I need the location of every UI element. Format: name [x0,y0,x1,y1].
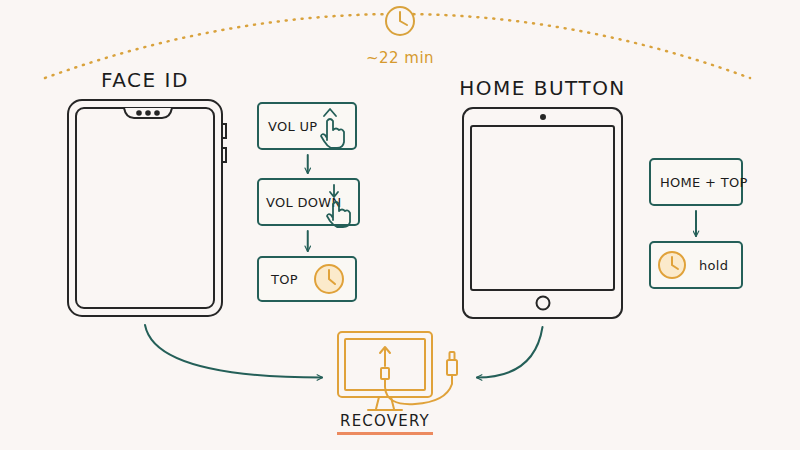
step-text: HOME + TOP [651,175,748,190]
home-button-ipad [463,108,622,318]
flow-arrow [477,327,543,378]
duration-label: ~22 min [366,49,434,67]
step-text: VOL UP [259,119,317,134]
step-box: VOL DOWN [257,178,360,226]
hold-clock [659,252,685,278]
computer-monitor [338,332,457,410]
flow-arrow [145,325,322,378]
recovery-monitor: RECOVERY [338,332,432,397]
home-button-device: HOME BUTTON [463,108,622,318]
clock-icon [386,7,414,35]
flow-arrow [307,155,309,173]
top-button-clock [315,265,343,293]
step-text: TOP [259,272,298,287]
flow-arrow [695,211,697,236]
step-box: hold [649,241,743,289]
target-label: RECOVERY [337,412,433,435]
label-row: RECOVERY [278,411,492,430]
volume-down-gesture [327,185,350,227]
step-box: TOP [257,256,357,302]
step-box: VOL UP [257,102,357,150]
device-heading: HOME BUTTON [403,76,682,100]
flow-arrow [307,231,309,251]
step-text: hold [651,258,728,273]
device-heading: FACE ID [8,68,282,92]
step-text: VOL DOWN [259,195,342,210]
face-id-device: FACE ID [68,100,222,316]
face-id-ipad [68,100,226,316]
step-box: HOME + TOP [649,158,743,206]
volume-up-gesture [321,109,344,148]
